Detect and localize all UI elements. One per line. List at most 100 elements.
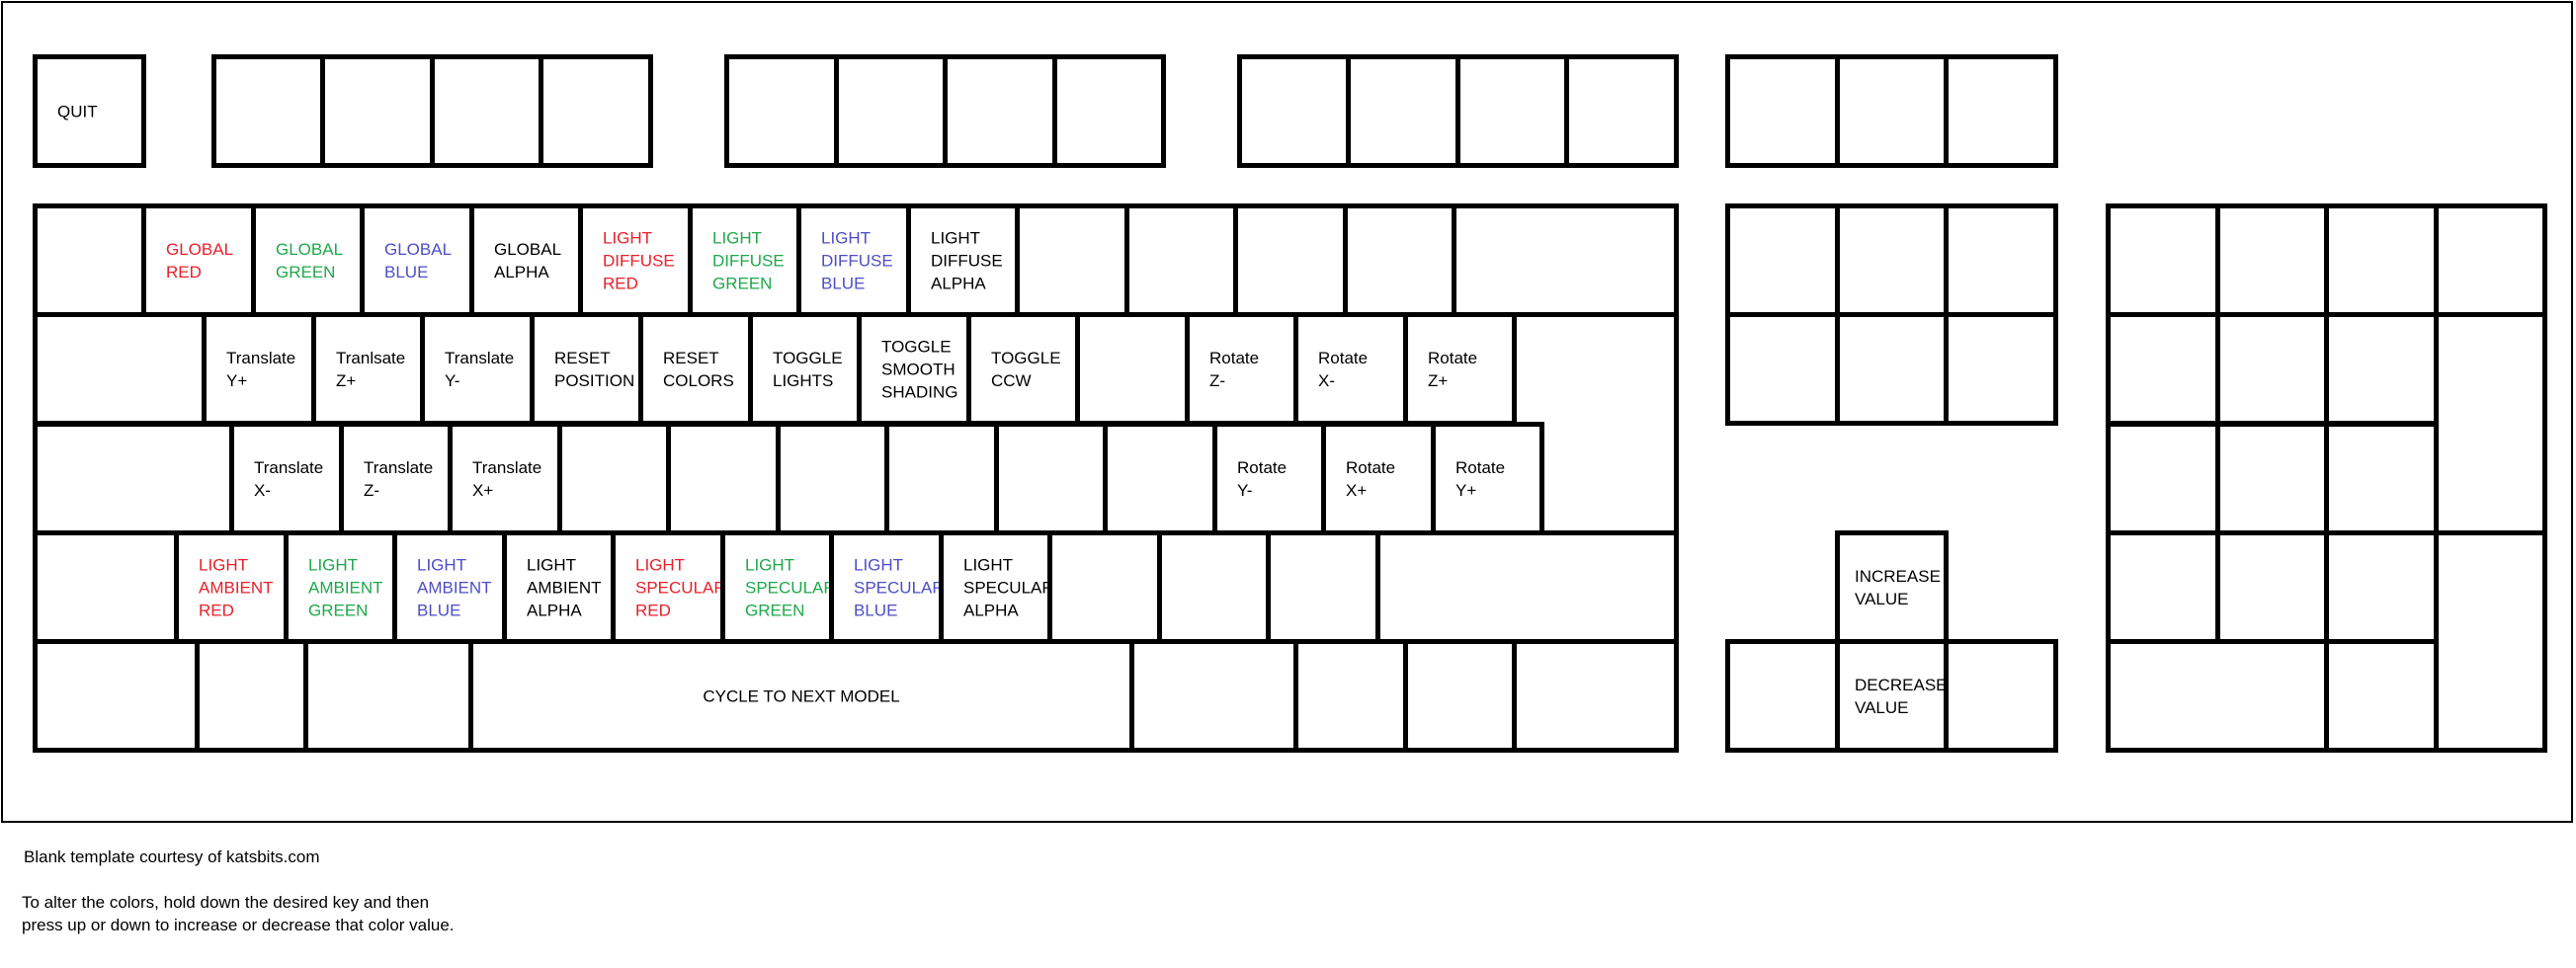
key-h[interactable]: [776, 422, 889, 535]
key-num-5[interactable]: [2215, 422, 2329, 535]
key-f6[interactable]: [834, 54, 948, 168]
key-delete[interactable]: [1725, 312, 1840, 426]
key-num-multiply[interactable]: [2324, 203, 2439, 317]
key-translate-x-minus[interactable]: Translate X-: [229, 422, 344, 535]
key-f12[interactable]: [1564, 54, 1679, 168]
key-f[interactable]: [557, 422, 671, 535]
key-translate-z-minus[interactable]: Translate Z-: [339, 422, 453, 535]
key-light-ambient-blue[interactable]: LIGHT AMBIENT BLUE: [392, 530, 507, 644]
key-num-divide[interactable]: [2215, 203, 2329, 317]
key-page-up[interactable]: [1944, 203, 2058, 317]
key-p[interactable]: [1075, 312, 1190, 426]
key-rotate-z-plus[interactable]: Rotate Z+: [1403, 312, 1517, 426]
key-num-enter[interactable]: [2434, 530, 2547, 753]
key-rotate-y-plus[interactable]: Rotate Y+: [1431, 422, 1544, 535]
key-increase-value[interactable]: INCREASE VALUE: [1835, 530, 1949, 644]
key-comma[interactable]: [1047, 530, 1162, 644]
key-rotate-z-minus[interactable]: Rotate Z-: [1185, 312, 1298, 426]
key-num-plus[interactable]: [2434, 312, 2547, 535]
key-f1[interactable]: [211, 54, 325, 168]
key-equals[interactable]: [1343, 203, 1456, 317]
key-num-0[interactable]: [2106, 639, 2329, 753]
key-f7[interactable]: [943, 54, 1057, 168]
key-translate-y-plus[interactable]: Translate Y+: [202, 312, 316, 426]
key-light-ambient-green[interactable]: LIGHT AMBIENT GREEN: [284, 530, 397, 644]
key-light-specular-blue[interactable]: LIGHT SPECULAR BLUE: [829, 530, 945, 644]
key-light-specular-red[interactable]: LIGHT SPECULAR RED: [611, 530, 726, 644]
key-light-ambient-alpha[interactable]: LIGHT AMBIENT ALPHA: [502, 530, 616, 644]
key-light-ambient-red[interactable]: LIGHT AMBIENT RED: [174, 530, 289, 644]
key-global-blue[interactable]: GLOBAL BLUE: [360, 203, 474, 317]
key-f5[interactable]: [724, 54, 839, 168]
key-print-screen[interactable]: [1725, 54, 1840, 168]
key-num-8[interactable]: [2215, 312, 2329, 426]
key-backspace[interactable]: [1452, 203, 1679, 317]
key-global-alpha[interactable]: GLOBAL ALPHA: [469, 203, 583, 317]
key-light-diffuse-green[interactable]: LIGHT DIFFUSE GREEN: [688, 203, 801, 317]
key-rotate-y-minus[interactable]: Rotate Y-: [1212, 422, 1326, 535]
key-num-3[interactable]: [2324, 530, 2439, 644]
key-num-7[interactable]: [2106, 312, 2220, 426]
key-arrow-left[interactable]: [1725, 639, 1840, 753]
key-light-specular-green[interactable]: LIGHT SPECULAR GREEN: [720, 530, 836, 644]
key-minus[interactable]: [1233, 203, 1348, 317]
key-num-decimal[interactable]: [2324, 639, 2439, 753]
key-right-win[interactable]: [1293, 639, 1408, 753]
key-num-6[interactable]: [2324, 422, 2439, 535]
key-l[interactable]: [1103, 422, 1217, 535]
key-num-1[interactable]: [2106, 530, 2220, 644]
key-toggle-lights[interactable]: TOGGLE LIGHTS: [748, 312, 862, 426]
key-num-minus[interactable]: [2434, 203, 2547, 317]
key-g[interactable]: [666, 422, 781, 535]
key-global-green[interactable]: GLOBAL GREEN: [251, 203, 365, 317]
key-end[interactable]: [1835, 312, 1949, 426]
key-f10[interactable]: [1346, 54, 1460, 168]
key-toggle-smooth-shading[interactable]: TOGGLE SMOOTH SHADING: [857, 312, 971, 426]
key-home[interactable]: [1835, 203, 1949, 317]
key-insert[interactable]: [1725, 203, 1840, 317]
key-reset-position[interactable]: RESET POSITION: [530, 312, 643, 426]
key-f3[interactable]: [430, 54, 543, 168]
key-reset-colors[interactable]: RESET COLORS: [638, 312, 753, 426]
key-pause[interactable]: [1944, 54, 2058, 168]
key-f4[interactable]: [539, 54, 653, 168]
key-f9[interactable]: [1237, 54, 1351, 168]
key-j[interactable]: [884, 422, 999, 535]
key-left-win[interactable]: [195, 639, 308, 753]
key-backtick[interactable]: [33, 203, 146, 317]
key-toggle-ccw[interactable]: TOGGLE CCW: [966, 312, 1080, 426]
key-num-lock[interactable]: [2106, 203, 2220, 317]
key-right-shift[interactable]: [1375, 530, 1679, 644]
key-0[interactable]: [1124, 203, 1238, 317]
key-light-diffuse-red[interactable]: LIGHT DIFFUSE RED: [578, 203, 693, 317]
key-rotate-x-plus[interactable]: Rotate X+: [1321, 422, 1436, 535]
key-rotate-x-minus[interactable]: Rotate X-: [1293, 312, 1408, 426]
key-decrease-value[interactable]: DECREASE VALUE: [1835, 639, 1949, 753]
key-quit[interactable]: QUIT: [33, 54, 146, 168]
key-cycle-next-model[interactable]: CYCLE TO NEXT MODEL: [468, 639, 1134, 753]
key-caps-lock[interactable]: [33, 422, 234, 535]
key-num-9[interactable]: [2324, 312, 2439, 426]
key-right-ctrl[interactable]: [1512, 639, 1679, 753]
key-arrow-right[interactable]: [1944, 639, 2058, 753]
key-left-alt[interactable]: [303, 639, 473, 753]
key-right-alt[interactable]: [1129, 639, 1298, 753]
key-num-4[interactable]: [2106, 422, 2220, 535]
key-left-ctrl[interactable]: [33, 639, 200, 753]
key-f11[interactable]: [1455, 54, 1569, 168]
key-global-red[interactable]: GLOBAL RED: [141, 203, 256, 317]
key-slash[interactable]: [1266, 530, 1380, 644]
key-translate-x-plus[interactable]: Translate X+: [448, 422, 562, 535]
key-f8[interactable]: [1052, 54, 1166, 168]
key-9[interactable]: [1015, 203, 1129, 317]
key-f2[interactable]: [320, 54, 435, 168]
key-period[interactable]: [1157, 530, 1271, 644]
key-num-2[interactable]: [2215, 530, 2329, 644]
key-translate-z-plus[interactable]: Tranlsate Z+: [311, 312, 425, 426]
key-menu[interactable]: [1403, 639, 1517, 753]
key-light-diffuse-blue[interactable]: LIGHT DIFFUSE BLUE: [796, 203, 911, 317]
key-left-shift[interactable]: [33, 530, 179, 644]
key-light-diffuse-alpha[interactable]: LIGHT DIFFUSE ALPHA: [906, 203, 1020, 317]
key-tab[interactable]: [33, 312, 207, 426]
key-scroll-lock[interactable]: [1835, 54, 1949, 168]
